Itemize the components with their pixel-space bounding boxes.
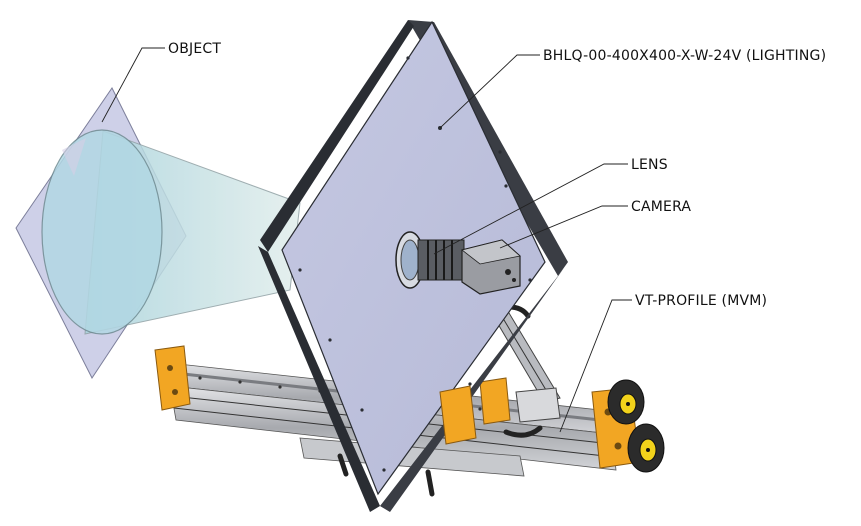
label-camera: CAMERA <box>631 199 691 215</box>
label-profile: VT-PROFILE (MVM) <box>635 293 767 309</box>
knob-lower <box>627 423 665 473</box>
leader-profile <box>559 299 632 433</box>
leader-object <box>101 47 165 123</box>
callout-leaders <box>101 47 632 433</box>
end-bracket-left <box>154 345 191 411</box>
leader-lighting <box>439 54 540 129</box>
label-object: OBJECT <box>168 41 221 57</box>
leader-lens <box>433 163 628 255</box>
lens <box>395 231 465 289</box>
knob-upper <box>607 379 645 425</box>
camera <box>461 239 521 295</box>
leader-camera <box>499 205 628 249</box>
light-cone <box>41 129 301 335</box>
label-lighting: BHLQ-00-400X400-X-W-24V (LIGHTING) <box>543 48 826 64</box>
carriage-bracket <box>479 377 511 425</box>
label-lens: LENS <box>631 157 668 173</box>
